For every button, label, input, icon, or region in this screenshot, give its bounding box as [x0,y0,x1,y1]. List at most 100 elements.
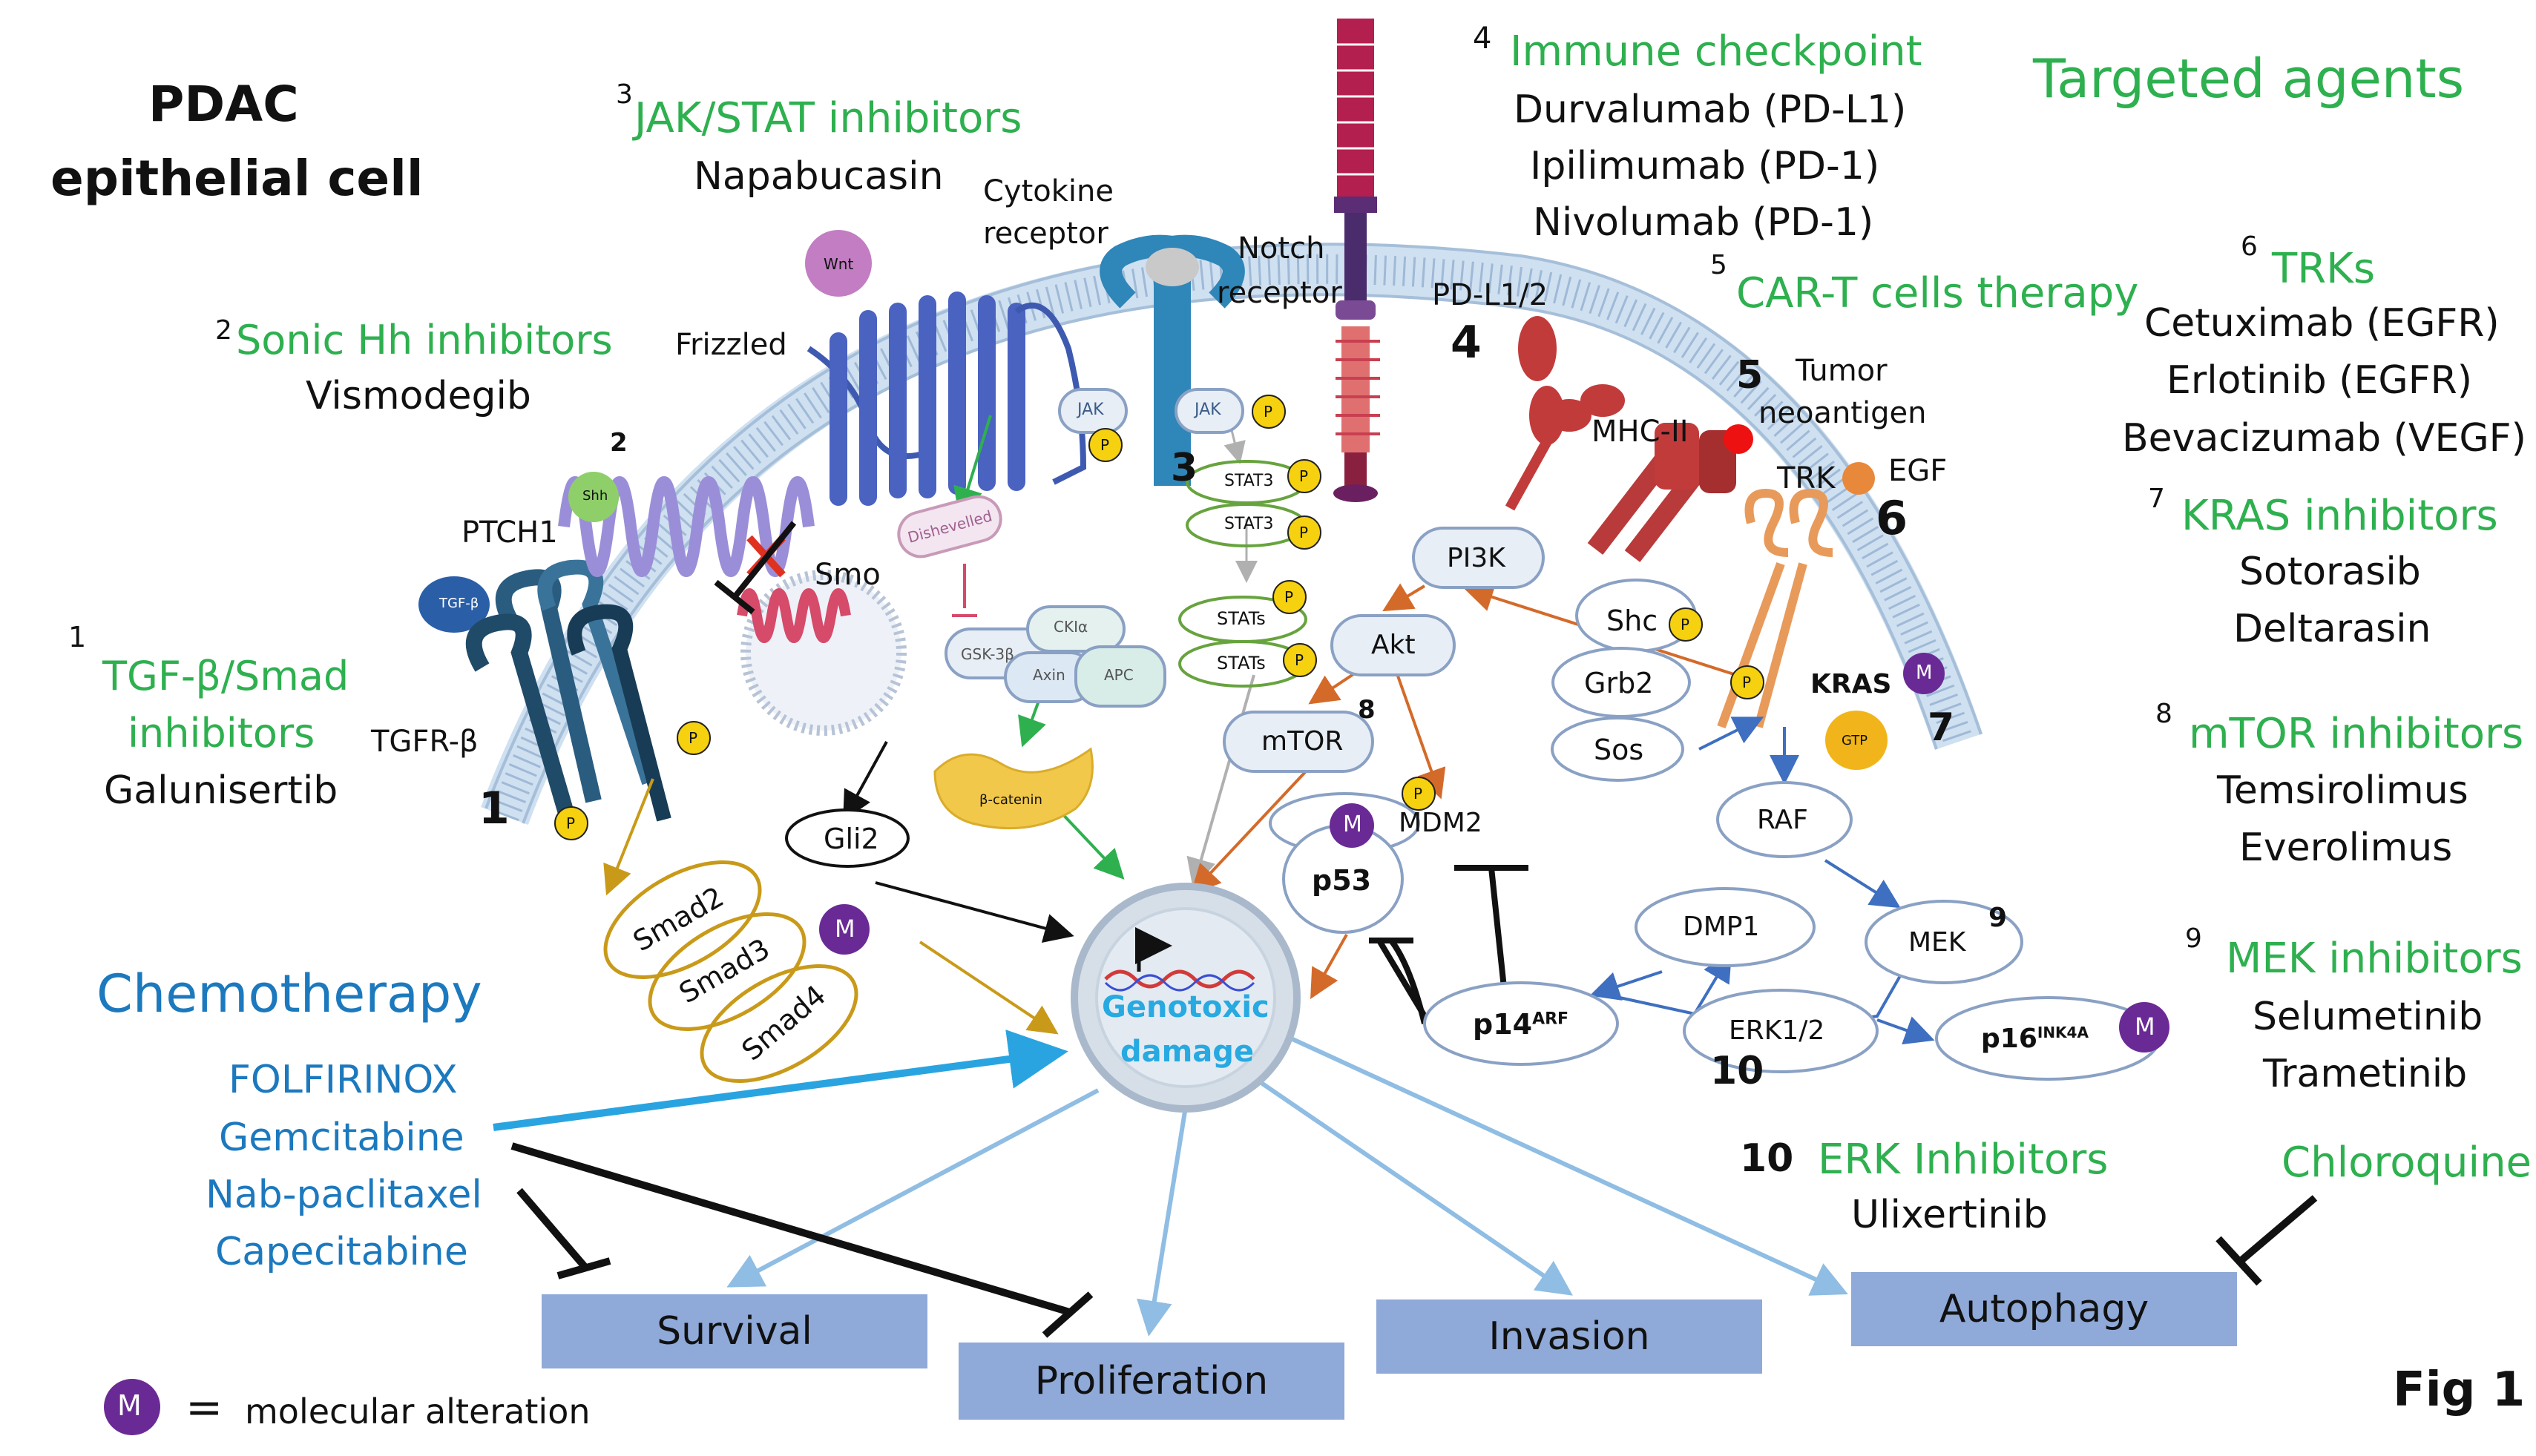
m-badge-kras: M [1916,662,1933,684]
label-notch-line1: Notch [1238,231,1325,266]
panel8-title: mTOR inhibitors [2189,710,2524,758]
panel6-drug-1: Cetuximab (EGFR) [2144,301,2500,346]
label-p16: p16INK4A [1981,1024,2089,1054]
raf-node [1716,781,1853,858]
phospho-badges [554,395,1764,840]
notch-receptor [1333,19,1380,502]
wnt-ligand [805,230,872,297]
panel1-title-line2: inhibitors [128,710,315,757]
label-sos: Sos [1594,734,1644,766]
p-badge-6: P [1299,524,1309,541]
label-p14: p14ARF [1473,1008,1569,1041]
panel8-drug-1: Temsirolimus [2217,768,2468,813]
panel6-title: TRKs [2272,245,2376,293]
panel10-drug-1: Ulixertinib [1851,1193,2048,1237]
panel4-drug-2: Ipilimumab (PD-1) [1530,144,1880,188]
label-jak-left: JAK [1077,401,1104,419]
panel7-drug-2: Deltarasin [2233,607,2431,651]
m-badge-p53: M [1343,811,1362,837]
diagram-num-1: 1 [479,783,510,834]
label-shc: Shc [1606,605,1658,637]
panel2-drug: Vismodegib [306,374,531,418]
dishevelled-node [897,495,1002,559]
label-ckia: CKIα [1054,618,1088,636]
label-pi3k: PI3K [1447,543,1505,573]
chloroquine-title: Chloroquine [2282,1139,2532,1187]
nucleus-line1: Genotoxic [1102,990,1269,1024]
p-badge-11: P [1413,785,1423,803]
gli2-node [785,808,910,868]
smo-receptor [714,521,907,736]
panel9-num: 9 [2185,923,2202,954]
outcome-autophagy: Autophagy [1851,1272,2237,1346]
dmp1-node [1635,887,1816,967]
sos-node [1551,717,1684,782]
fig-label: Fig 1 [2393,1363,2526,1417]
label-gtp: GTP [1842,733,1868,748]
p14-node [1423,981,1619,1066]
akt-node [1330,614,1456,676]
diagram-num-10: 10 [1710,1049,1764,1093]
label-wnt: Wnt [824,255,854,273]
label-stats-bottom: STATs [1217,653,1266,673]
label-erk: ERK1/2 [1729,1015,1825,1046]
panel9-title: MEK inhibitors [2226,935,2523,983]
tgfr-receptor [418,559,671,834]
panel4-num: 4 [1473,22,1492,56]
outcome-survival: Survival [542,1294,927,1368]
chemo-drug-2: Gemcitabine [219,1116,464,1160]
title-line2: epithelial cell [50,150,424,207]
panel7-title: KRAS inhibitors [2181,492,2498,540]
ckia-node [1026,605,1126,653]
label-shh: Shh [582,488,608,504]
label-p14-sup: ARF [1532,1009,1569,1029]
mutation-badges [104,653,2169,1435]
smad2-node [603,860,762,979]
panel7-drug-1: Sotorasib [2239,550,2421,594]
panel1-num: 1 [68,621,87,653]
label-ptch1: PTCH1 [461,515,558,550]
pathway-arrows [493,415,2318,1338]
rect-nodes [897,388,1545,773]
egf-ligand [1842,462,1875,495]
panel8-num: 8 [2155,699,2172,729]
panel5-num: 5 [1710,250,1727,280]
p-badge-9: P [1681,616,1690,633]
targeted-heading: Targeted agents [2033,47,2465,110]
diagram-num-5: 5 [1736,353,1764,398]
diagram-num-8: 8 [1358,695,1376,725]
p-badge-7: P [1284,588,1294,606]
diagram-num-3: 3 [1171,446,1198,490]
label-axin: Axin [1033,666,1065,684]
diagram-num-7: 7 [1928,705,1955,750]
label-pdl: PD-L1/2 [1432,278,1548,312]
label-stat3-top: STAT3 [1224,472,1274,490]
node-shapes [785,579,2161,1081]
gtp-shape [1825,711,1888,770]
smad3-node [648,912,807,1031]
p-badge-3: P [1100,436,1110,454]
panel4-drug-3: Nivolumab (PD-1) [1533,200,1874,245]
label-stats-top: STATs [1217,608,1266,629]
label-mek: MEK [1908,927,1966,958]
mhc-receptor [1587,423,1753,562]
p-badge-5: P [1299,467,1309,485]
panel10-title: ERK Inhibitors [1818,1136,2109,1184]
m-badge-smad4: M [835,915,855,943]
panel6-drug-2: Erlotinib (EGFR) [2167,358,2473,403]
label-apc: APC [1104,666,1134,684]
label-gli2: Gli2 [824,823,879,855]
shh-ligand [568,472,619,522]
panel4-title: Immune checkpoint [1510,27,1922,76]
p-badge-10: P [1742,673,1752,691]
panel3-drug: Napabucasin [694,154,944,199]
label-kras: KRAS [1810,669,1892,699]
label-akt: Akt [1371,630,1416,660]
label-mdm2: MDM2 [1399,808,1482,838]
panel8-drug-2: Everolimus [2239,826,2453,870]
p-badge-2: P [566,814,576,832]
title-line1: PDAC [148,76,299,133]
nucleus [1071,883,1301,1113]
